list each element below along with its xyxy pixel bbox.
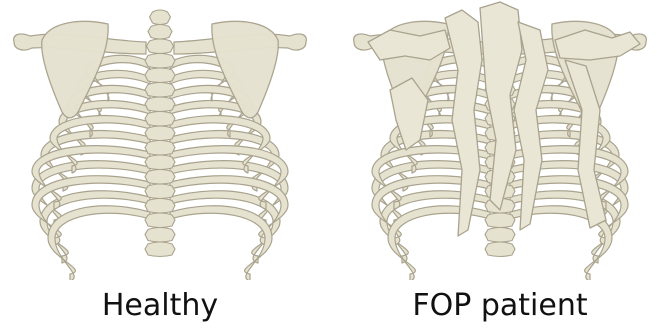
fop-label: FOP patient: [350, 286, 650, 326]
healthy-vertebra-9: [145, 126, 175, 141]
healthy-label: Healthy: [10, 286, 310, 326]
fop-vertebra-15: [485, 213, 515, 228]
healthy-vertebra-6: [145, 83, 175, 98]
fop-vertebra-16: [485, 228, 515, 243]
healthy-vertebra-17: [145, 242, 175, 257]
healthy-rib-left-11: [48, 206, 150, 280]
healthy-vertebra-1: [150, 10, 171, 25]
healthy-vertebra-16: [145, 228, 175, 243]
healthy-rib-right-11: [170, 206, 272, 280]
healthy-vertebra-12: [145, 170, 175, 185]
healthy-vertebra-8: [145, 112, 175, 127]
fop-panel: FOP patient: [350, 0, 650, 332]
healthy-spine: [145, 10, 175, 257]
healthy-vertebra-11: [145, 155, 175, 170]
healthy-vertebra-15: [145, 213, 175, 228]
healthy-vertebra-5: [145, 68, 175, 83]
healthy-vertebra-7: [145, 97, 175, 112]
fop-rib-left-11: [388, 206, 490, 280]
healthy-vertebra-3: [147, 39, 174, 54]
fop-vertebra-17: [485, 242, 515, 257]
healthy-panel: Healthy: [10, 0, 310, 332]
healthy-vertebra-4: [145, 54, 175, 69]
healthy-ribcage-illustration: [10, 0, 310, 280]
fop-ribcage-illustration: [350, 0, 650, 280]
healthy-vertebra-13: [145, 184, 175, 199]
healthy-vertebra-14: [145, 199, 175, 214]
healthy-vertebra-2: [148, 25, 172, 40]
healthy-vertebra-10: [145, 141, 175, 156]
